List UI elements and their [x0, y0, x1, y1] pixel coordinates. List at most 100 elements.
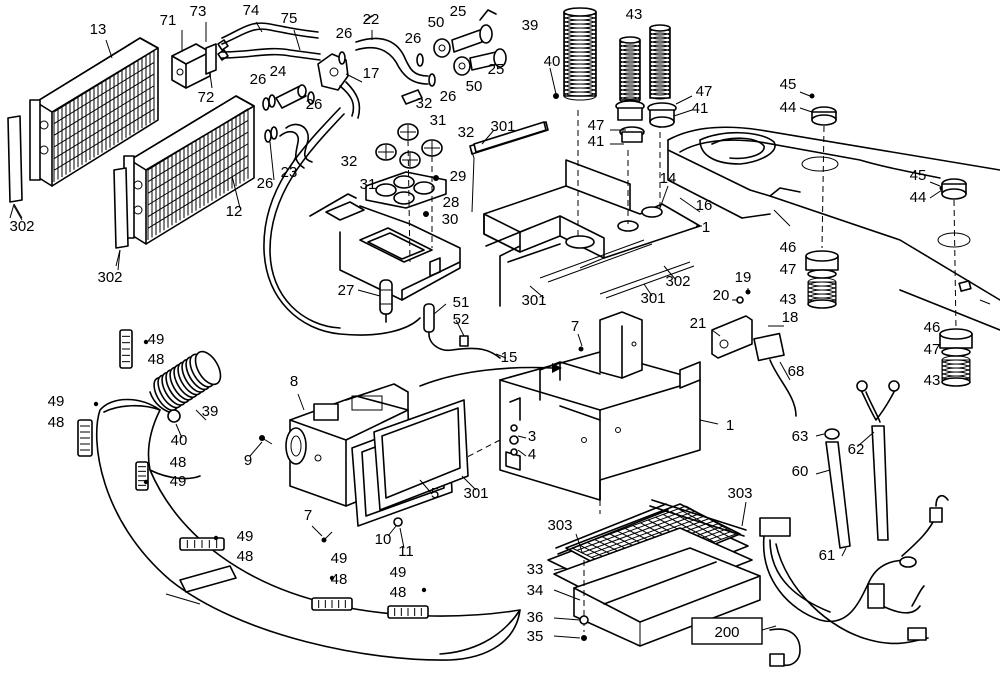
callout-301: 301: [463, 485, 488, 502]
callout-31: 31: [360, 176, 377, 193]
callout-14: 14: [660, 170, 677, 187]
air-nozzle-46-lower: [939, 328, 973, 387]
callout-47: 47: [780, 261, 797, 278]
cab-floor-plate: [309, 193, 461, 301]
callout-12: 12: [226, 203, 243, 220]
gasket-plate-28: [365, 171, 447, 217]
air-duct-assembly: [95, 398, 521, 661]
callout-301: 301: [490, 118, 515, 135]
callout-301: 301: [521, 292, 546, 309]
callout-29: 29: [450, 168, 467, 185]
callout-27: 27: [338, 282, 355, 299]
callout-3: 3: [528, 428, 536, 445]
callout-33: 33: [527, 561, 544, 578]
callout-26: 26: [306, 96, 323, 113]
callout-10: 10: [375, 531, 392, 548]
callout-49: 49: [390, 564, 407, 581]
air-nozzle-46-upper: [805, 250, 839, 309]
callout-28: 28: [443, 194, 460, 211]
callout-44: 44: [780, 99, 797, 116]
callout-25: 25: [450, 3, 467, 20]
callout-48: 48: [170, 454, 187, 471]
boxed-callout-frame: [691, 617, 763, 645]
callout-9: 9: [244, 452, 252, 469]
valves-31-32: [375, 123, 443, 169]
bolt-3-4: [509, 424, 519, 456]
leader-lines: [13, 21, 943, 639]
callout-46: 46: [924, 319, 941, 336]
duct-bellows-39: [563, 7, 597, 101]
callout-15: 15: [501, 349, 518, 366]
callout-302: 302: [665, 273, 690, 290]
callout-48: 48: [237, 548, 254, 565]
callout-43: 43: [924, 372, 941, 389]
pipe-74: [221, 22, 319, 39]
seal-303-b: [651, 499, 747, 531]
vent-grilles-48: [77, 329, 429, 619]
callout-75: 75: [281, 10, 298, 27]
callout-61: 61: [819, 547, 836, 564]
callout-24: 24: [270, 63, 287, 80]
seal-strip-302: [7, 115, 23, 203]
callout-30: 30: [442, 211, 459, 228]
callout-68: 68: [788, 363, 805, 380]
callout-48: 48: [331, 571, 348, 588]
callout-45: 45: [780, 76, 797, 93]
condenser-13: [29, 37, 159, 187]
duct-bellows-43b: [649, 24, 671, 100]
callout-4: 4: [528, 446, 536, 463]
callout-11: 11: [398, 543, 414, 560]
callout-49: 49: [237, 528, 254, 545]
callout-1: 1: [702, 219, 710, 236]
callout-32: 32: [341, 153, 358, 170]
wiring-harness: [759, 494, 949, 667]
callout-62: 62: [848, 441, 865, 458]
duct-bellows-39-lower: [149, 350, 222, 415]
callout-51: 51: [453, 294, 470, 311]
receiver-drier-71: [171, 43, 217, 89]
blower-housing-1: [499, 311, 701, 501]
callout-26: 26: [405, 30, 422, 47]
callout-26: 26: [257, 175, 274, 192]
callout-301: 301: [640, 290, 665, 307]
housing-cover-1: [483, 159, 701, 307]
receiver-27: [379, 279, 393, 323]
callout-48: 48: [390, 584, 407, 601]
callout-41: 41: [692, 100, 709, 117]
adapters-41-47: [615, 100, 677, 143]
callout-39: 39: [202, 403, 219, 420]
callout-48: 48: [148, 351, 165, 368]
callout-74: 74: [243, 2, 260, 19]
outlet-rings-44: [809, 93, 967, 200]
callout-22: 22: [363, 11, 380, 28]
callout-19: 19: [735, 269, 752, 286]
seal-301-frame: [373, 399, 469, 511]
callout-39: 39: [522, 17, 539, 34]
callout-32: 32: [416, 95, 433, 112]
callout-302: 302: [97, 269, 122, 286]
callout-72: 72: [198, 89, 215, 106]
filter-assembly-33: [547, 503, 761, 647]
callout-36: 36: [527, 609, 544, 626]
callout-48: 48: [48, 414, 65, 431]
bracket-21-relay-18: [711, 289, 797, 417]
callout-47: 47: [588, 117, 605, 134]
duct-bellows-43a: [619, 36, 641, 104]
callout-49: 49: [148, 331, 165, 348]
callout-45: 45: [910, 167, 927, 184]
callout-302: 302: [9, 218, 34, 235]
callout-13: 13: [90, 21, 107, 38]
callout-52: 52: [453, 311, 470, 328]
callout-8: 8: [290, 373, 298, 390]
callout-49: 49: [331, 550, 348, 567]
callout-1: 1: [726, 417, 734, 434]
callout-73: 73: [190, 3, 207, 20]
callout-23: 23: [281, 164, 298, 181]
fittings-50-25: [433, 9, 507, 76]
callout-40: 40: [171, 432, 188, 449]
callout-43: 43: [780, 291, 797, 308]
callout-31: 31: [430, 112, 447, 129]
callout-18: 18: [782, 309, 799, 326]
